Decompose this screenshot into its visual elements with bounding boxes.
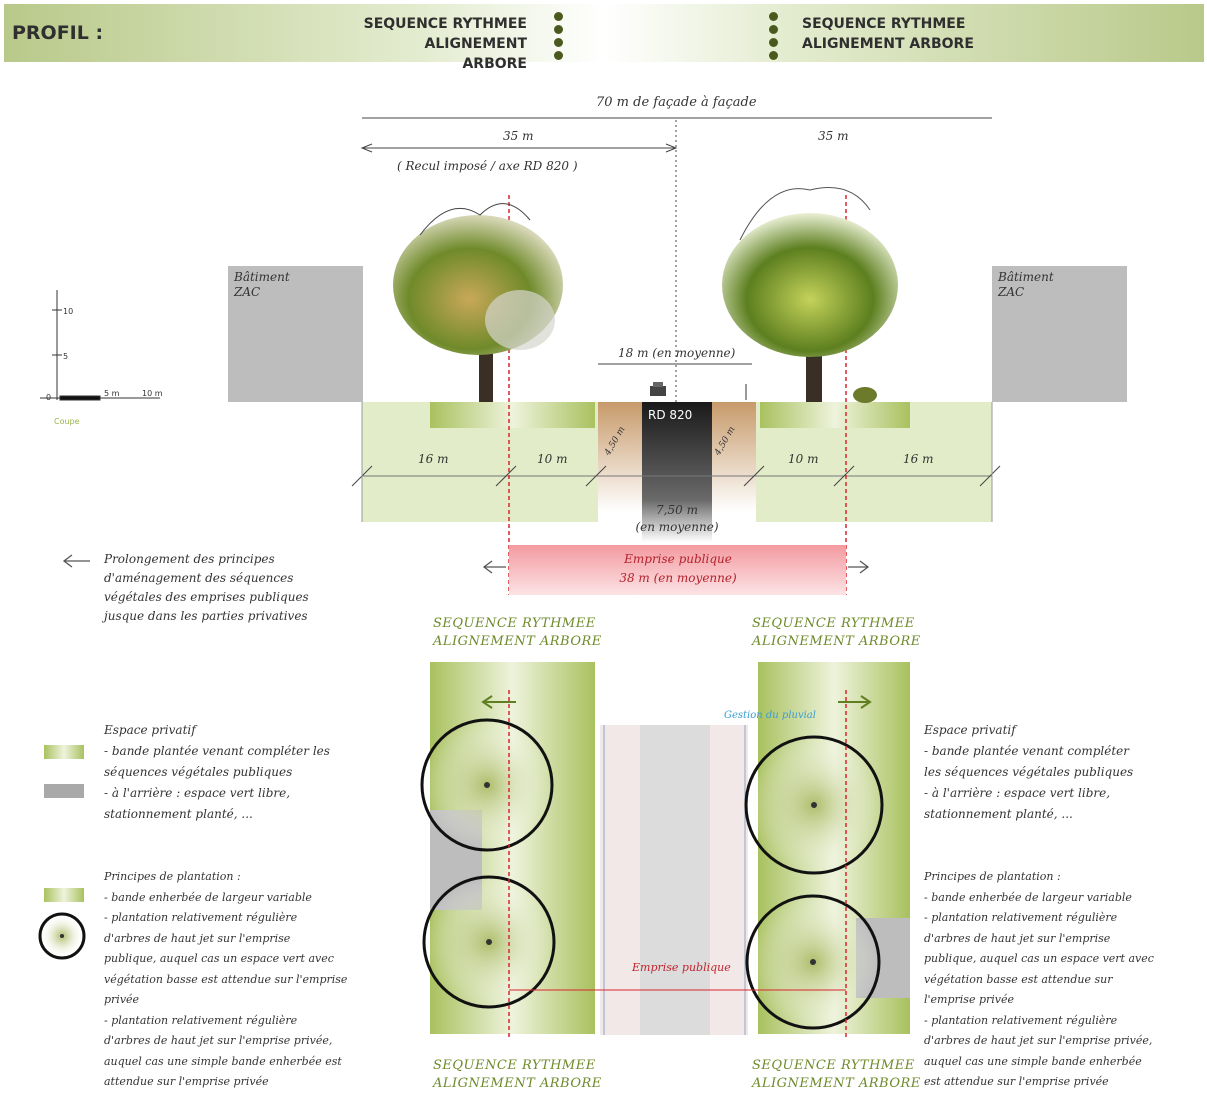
note-left-principes: Principes de plantation : - bande enherb… xyxy=(104,870,348,1088)
scale-label: Coupe xyxy=(54,417,80,426)
plan-seq-top-left: SEQUENCE RYTHMEE ALIGNEMENT ARBORE xyxy=(433,616,602,649)
emprise-publique-label: Emprise publique 38 m (en moyenne) xyxy=(619,552,737,585)
total-width-label: 70 m de façade à façade xyxy=(596,95,757,110)
recul-label: ( Recul imposé / axe RD 820 ) xyxy=(397,159,578,173)
plan-view xyxy=(420,662,910,1040)
plan-seq-bottom-left: SEQUENCE RYTHMEE ALIGNEMENT ARBORE xyxy=(433,1058,602,1091)
left-sequence-title: SEQUENCE RYTHMEE ALIGNEMENT ARBORE xyxy=(363,16,527,72)
building-right-label: Bâtiment ZAC xyxy=(998,270,1054,299)
tree-dots-icon xyxy=(769,12,779,64)
segment-16m-left: 16 m xyxy=(418,452,449,466)
note-left-espace: Espace privatif - bande plantée venant c… xyxy=(104,723,330,821)
segment-16m-right: 16 m xyxy=(903,452,934,466)
scale-10m: 10 m xyxy=(142,389,163,398)
gestion-pluvial-label: Gestion du pluvial xyxy=(724,710,816,721)
scale-5: 5 xyxy=(63,352,69,361)
legend-swatches xyxy=(38,745,86,960)
segment-10m-right: 10 m xyxy=(788,452,819,466)
road-name-label: RD 820 xyxy=(648,408,693,422)
emprise-band xyxy=(509,545,846,595)
building-left-label: Bâtiment ZAC xyxy=(234,270,290,299)
profil-title: PROFIL : xyxy=(12,22,104,44)
note-prolongement: Prolongement des principes d'aménagement… xyxy=(104,552,309,623)
dimension-lines xyxy=(360,117,992,545)
extension-arrows xyxy=(62,554,870,574)
scale-bar xyxy=(40,290,160,401)
right-sequence-title: SEQUENCE RYTHMEE ALIGNEMENT ARBORE xyxy=(802,16,974,52)
plan-seq-bottom-right: SEQUENCE RYTHMEE ALIGNEMENT ARBORE xyxy=(752,1058,921,1091)
plan-seq-top-right: SEQUENCE RYTHMEE ALIGNEMENT ARBORE xyxy=(752,616,921,649)
car-icon xyxy=(650,382,666,396)
note-right-principes: Principes de plantation : - bande enherb… xyxy=(924,870,1154,1088)
road-width-label: 18 m (en moyenne) xyxy=(618,346,736,360)
header-banner: PROFIL : SEQUENCE RYTHMEE ALIGNEMENT ARB… xyxy=(4,4,1204,72)
tree-left xyxy=(393,203,563,402)
building-right xyxy=(992,266,1127,402)
scale-10: 10 xyxy=(63,307,74,316)
plan-emprise-label: Emprise publique xyxy=(632,961,731,974)
segment-10m-left: 10 m xyxy=(537,452,568,466)
ground-section xyxy=(351,402,1001,542)
tree-right xyxy=(722,187,898,403)
half-right-label: 35 m xyxy=(818,129,849,143)
scale-0: 0 xyxy=(46,393,52,402)
tree-dots-icon xyxy=(554,12,564,64)
building-left xyxy=(228,266,363,402)
scale-5m: 5 m xyxy=(104,389,120,398)
half-left-label: 35 m xyxy=(503,129,534,143)
road-average-label: 7,50 m (en moyenne) xyxy=(635,503,719,534)
note-right-espace: Espace privatif - bande plantée venant c… xyxy=(924,723,1134,821)
